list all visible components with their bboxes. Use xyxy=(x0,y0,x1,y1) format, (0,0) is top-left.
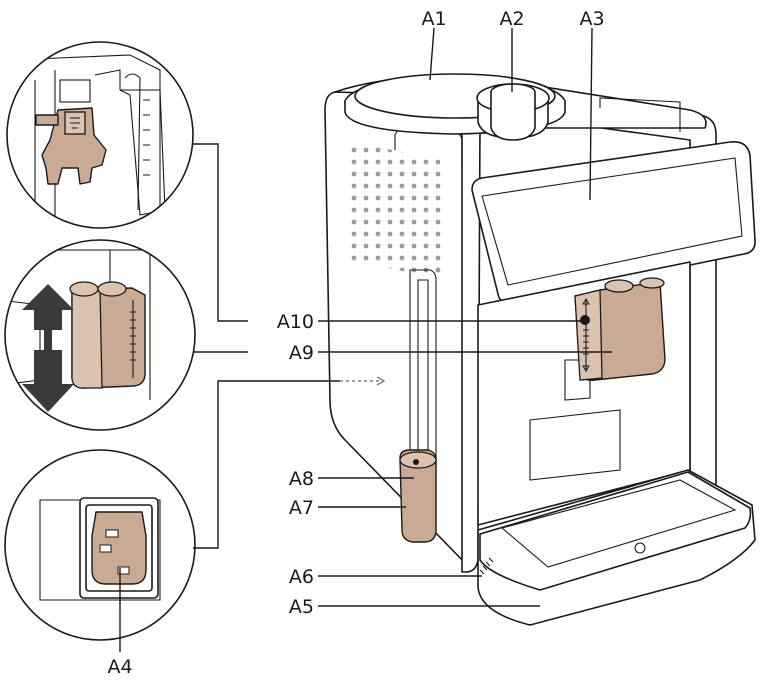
up-down-arrow-icon xyxy=(22,284,74,412)
label-a10: A10 xyxy=(277,311,314,333)
label-a5: A5 xyxy=(289,596,314,618)
detail-brew-unit xyxy=(6,41,194,229)
spout-button xyxy=(580,315,590,325)
label-a4: A4 xyxy=(107,656,132,678)
water-tank-handle xyxy=(399,449,437,543)
tank-button xyxy=(413,459,419,465)
label-a9: A9 xyxy=(289,342,314,364)
label-a6: A6 xyxy=(289,566,314,588)
detail-power-socket xyxy=(4,449,196,641)
detail-spout-adjust xyxy=(4,239,196,431)
label-a1: A1 xyxy=(421,8,446,30)
label-a3: A3 xyxy=(579,8,604,30)
label-a2: A2 xyxy=(499,8,524,30)
drip-tray xyxy=(477,469,756,626)
vent-dots xyxy=(345,140,445,280)
leader-lines xyxy=(119,27,612,652)
label-a8: A8 xyxy=(289,468,314,490)
label-a7: A7 xyxy=(289,497,314,519)
grind-knob xyxy=(476,83,550,141)
coffee-spout xyxy=(574,277,666,381)
